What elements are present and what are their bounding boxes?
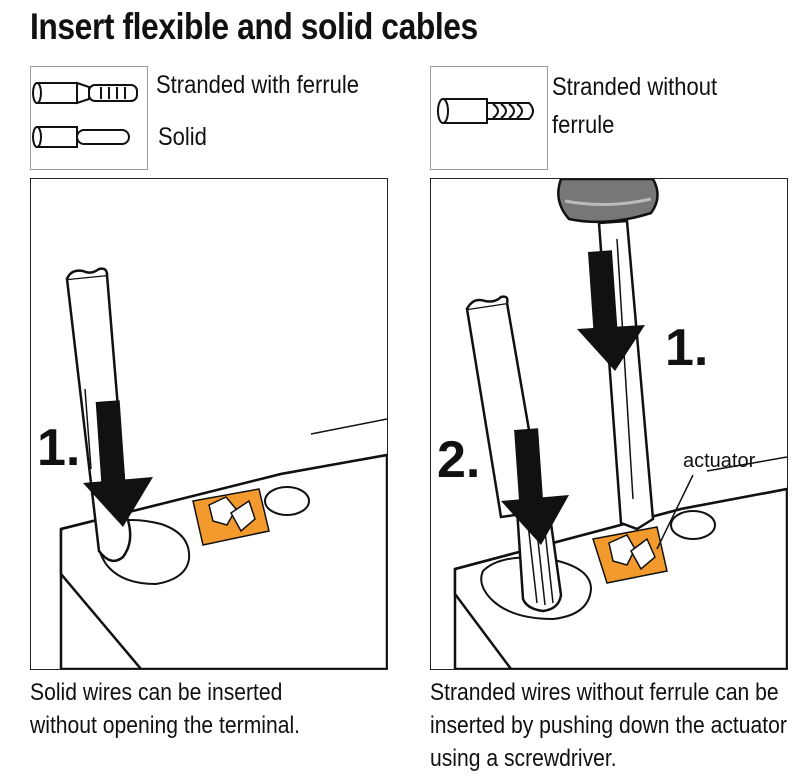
step-1-label: 1. (665, 319, 708, 377)
actuator-callout-line (656, 474, 694, 550)
clamp-spring (192, 488, 270, 546)
page-title: Insert flexible and solid cables (30, 6, 478, 47)
solid-wire-icon (32, 126, 130, 148)
step-1-label: 1. (37, 419, 80, 477)
legend-label-stranded-line2: ferrule (552, 111, 615, 139)
release-hole (264, 486, 310, 516)
release-hole (670, 510, 716, 540)
actuator-clamp (592, 526, 668, 584)
legend-label-ferrule: Stranded with ferrule (156, 71, 360, 99)
panel-solid-insertion: 1. (30, 178, 388, 670)
caption-left-line2: without opening the terminal. (30, 712, 301, 739)
push-arrow (577, 250, 645, 371)
legend-label-solid: Solid (158, 123, 207, 151)
step-2-label: 2. (437, 431, 480, 489)
caption-left-line1: Solid wires can be inserted (30, 679, 283, 706)
legend-box-ferrule-solid (30, 66, 148, 170)
caption-right-line1: Stranded wires without ferrule can be (430, 679, 779, 706)
caption-right-line3: using a screwdriver. (430, 745, 617, 772)
panel-stranded-insertion: actuator 1. 2. (430, 178, 788, 670)
stranded-wire-icon (437, 98, 534, 124)
ferrule-wire-icon (32, 81, 138, 105)
legend-label-stranded-line1: Stranded without (552, 73, 718, 101)
illustration-stranded-insertion: actuator 1. 2. (437, 179, 787, 669)
insert-arrow (83, 400, 153, 527)
caption-right-line2: inserted by pushing down the actuator (430, 712, 787, 739)
insert-arrow (501, 428, 569, 545)
legend-box-stranded (430, 66, 548, 170)
legend-stranded-svg (437, 98, 534, 124)
actuator-label: actuator (683, 450, 756, 472)
illustration-solid-insertion: 1. (37, 267, 387, 669)
legend-wire-icons (32, 81, 138, 148)
